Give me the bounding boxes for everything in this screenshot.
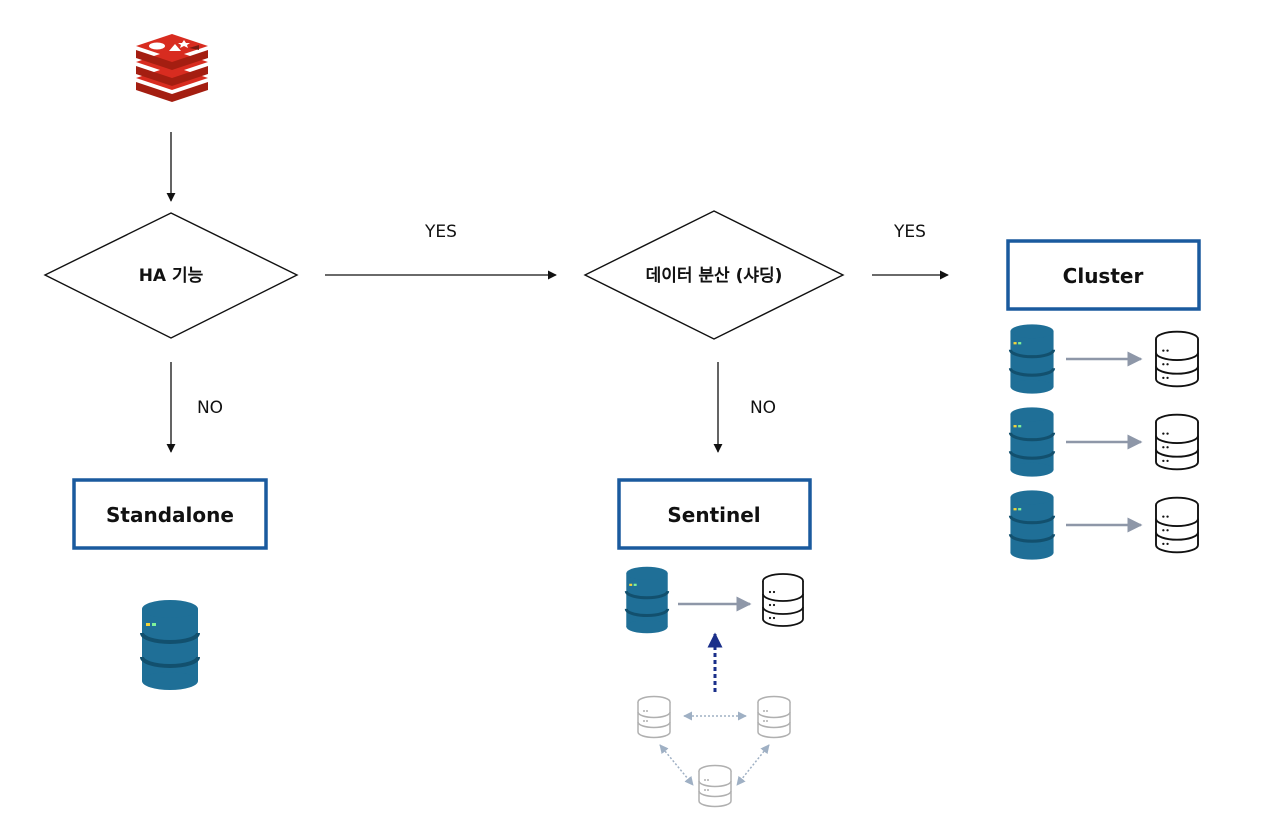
decision-sharding-label: 데이터 분산 (샤딩): [646, 266, 783, 286]
standalone-database-icon: [140, 598, 200, 692]
sentinel-node-icon: [757, 695, 791, 739]
decision-sharding: 데이터 분산 (샤딩): [583, 210, 845, 340]
cluster-primary-database-icon: [1008, 488, 1056, 562]
cluster-label: Cluster: [1063, 264, 1144, 288]
cluster-shard-row: [1008, 405, 1199, 479]
redis-logo-icon: [136, 34, 208, 102]
edge-label-ha-yes: YES: [424, 222, 457, 242]
cluster-primary-database-icon: [1008, 322, 1056, 396]
sentinel-primary-database-icon: [624, 565, 670, 635]
cluster-primary-database-icon: [1008, 405, 1056, 479]
sentinel-replica-database-icon: [762, 573, 804, 627]
cluster-shard-row: [1008, 322, 1199, 396]
sentinel-link-arrow: [736, 744, 770, 786]
cluster-box: Cluster: [1006, 239, 1201, 311]
sentinel-link-arrow: [659, 744, 694, 786]
cluster-replica-database-icon: [1155, 496, 1199, 554]
standalone-label: Standalone: [106, 503, 234, 527]
standalone-box: Standalone: [72, 478, 268, 550]
sentinel-label: Sentinel: [667, 503, 760, 527]
sentinel-node-icon: [698, 764, 732, 808]
decision-ha-label: HA 기능: [139, 266, 204, 286]
sentinel-box: Sentinel: [617, 478, 812, 550]
edge-label-shard-yes: YES: [893, 222, 926, 242]
edge-label-ha-no: NO: [197, 398, 223, 418]
edge-label-shard-no: NO: [750, 398, 776, 418]
sentinel-node-icon: [637, 695, 671, 739]
decision-ha: HA 기능: [43, 212, 299, 339]
cluster-shard-row: [1008, 488, 1199, 562]
cluster-replica-database-icon: [1155, 330, 1199, 388]
cluster-replica-database-icon: [1155, 413, 1199, 471]
